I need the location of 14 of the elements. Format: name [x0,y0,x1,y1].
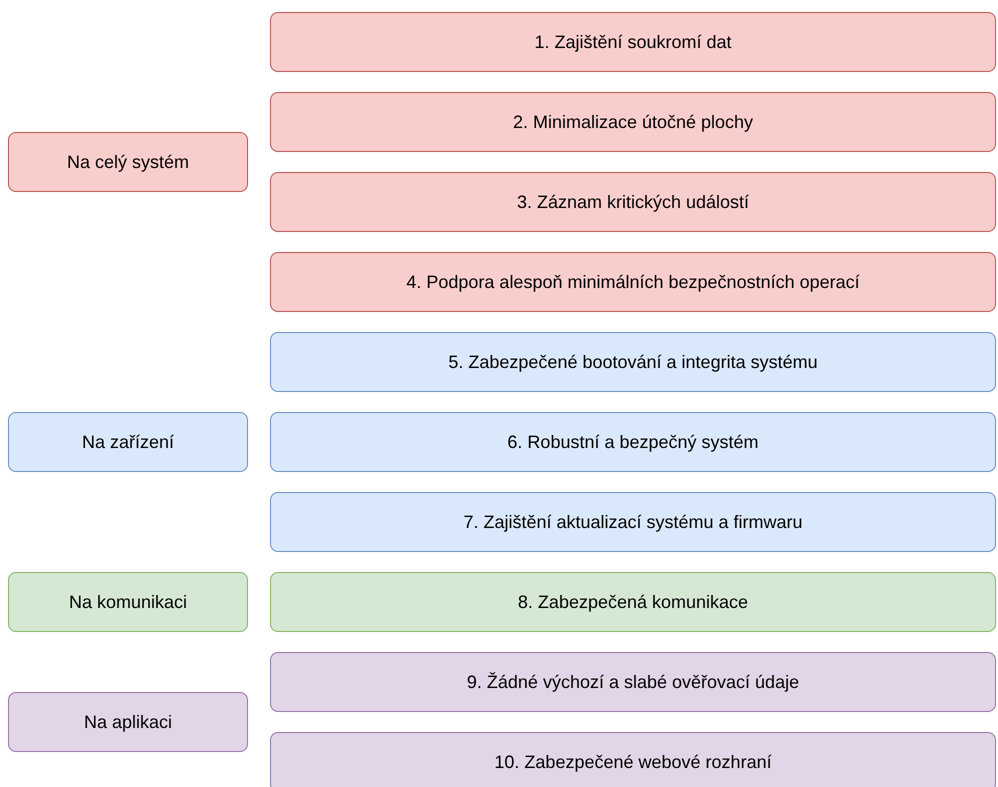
category-box: Na celý systém [8,132,248,192]
requirement-box: 3. Záznam kritických událostí [270,172,996,232]
requirement-box: 10. Zabezpečené webové rozhraní [270,732,996,787]
requirement-box: 7. Zajištění aktualizací systému a firmwaru [270,492,996,552]
requirement-box: 1. Zajištění soukromí dat [270,12,996,72]
requirement-box: 5. Zabezpečené bootování a integrita systému [270,332,996,392]
requirement-box: 4. Podpora alespoň minimálních bezpečnostních operací [270,252,996,312]
category-box: Na aplikaci [8,692,248,752]
category-box: Na komunikaci [8,572,248,632]
requirement-box: 9. Žádné výchozí a slabé ověřovací údaje [270,652,996,712]
category-box: Na zařízení [8,412,248,472]
requirement-box: 6. Robustní a bezpečný systém [270,412,996,472]
requirement-box: 8. Zabezpečená komunikace [270,572,996,632]
requirement-box: 2. Minimalizace útočné plochy [270,92,996,152]
